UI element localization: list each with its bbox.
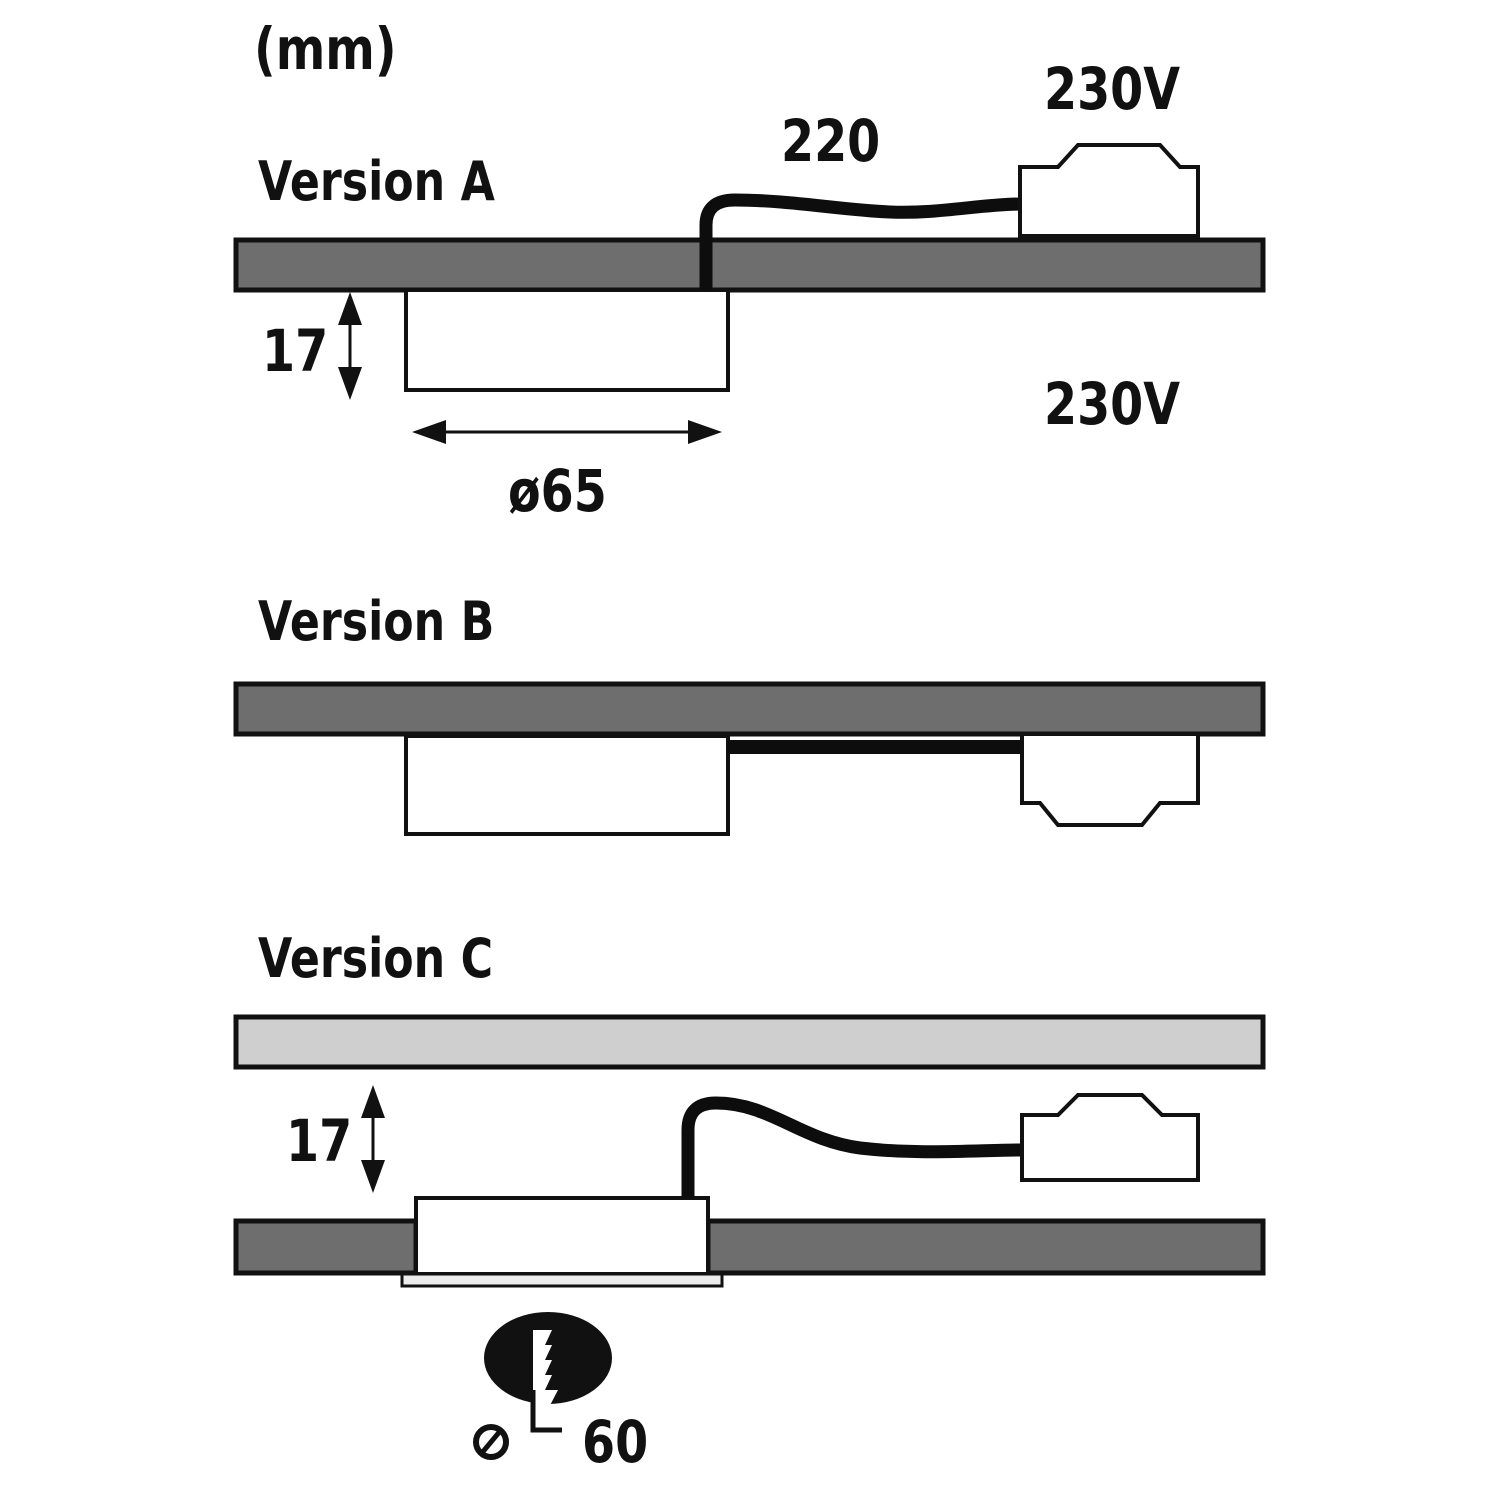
version-b-light-fixture xyxy=(404,734,730,836)
version-c-cutout-dimension: 60 xyxy=(582,1408,649,1476)
version-c-light-fixture xyxy=(414,1196,710,1276)
version-c-lower-board-right xyxy=(705,1218,1266,1276)
version-b-ceiling-panel xyxy=(233,681,1266,737)
version-a-light-fixture xyxy=(404,288,730,392)
version-a-cable xyxy=(699,193,1023,290)
version-a-cable-length: 220 xyxy=(781,107,881,175)
version-a-drawing xyxy=(233,143,1266,444)
version-a-height-dimension: 17 xyxy=(262,317,329,385)
version-a-ceiling-panel xyxy=(233,237,1266,293)
version-b-driver-box xyxy=(1020,736,1200,827)
version-a-diameter-dimension: ø65 xyxy=(508,457,607,525)
version-a-driver-box xyxy=(1018,143,1200,238)
version-c-upper-panel xyxy=(233,1014,1266,1070)
version-a-voltage-below: 230V xyxy=(1044,370,1181,438)
drill-hole-icon xyxy=(484,1312,612,1433)
version-b-drawing xyxy=(233,681,1266,836)
version-c-drawing xyxy=(233,1014,1266,1460)
version-c-cable xyxy=(681,1096,1023,1198)
version-a-height-arrow xyxy=(338,292,362,400)
version-c-driver-box xyxy=(1020,1093,1200,1182)
cutout-diameter-symbol xyxy=(473,1424,509,1460)
version-a-diameter-arrow xyxy=(412,420,722,444)
version-c-height-arrow xyxy=(361,1085,385,1193)
version-a-title: Version A xyxy=(258,150,495,213)
version-b-title: Version B xyxy=(258,590,495,653)
version-a-driver-voltage: 230V xyxy=(1044,55,1181,123)
version-c-title: Version C xyxy=(258,927,494,990)
unit-label: (mm) xyxy=(254,15,397,83)
version-c-height-dimension: 17 xyxy=(286,1107,353,1175)
version-c-fixture-rim xyxy=(400,1272,724,1288)
version-c-lower-board-left xyxy=(233,1218,419,1276)
